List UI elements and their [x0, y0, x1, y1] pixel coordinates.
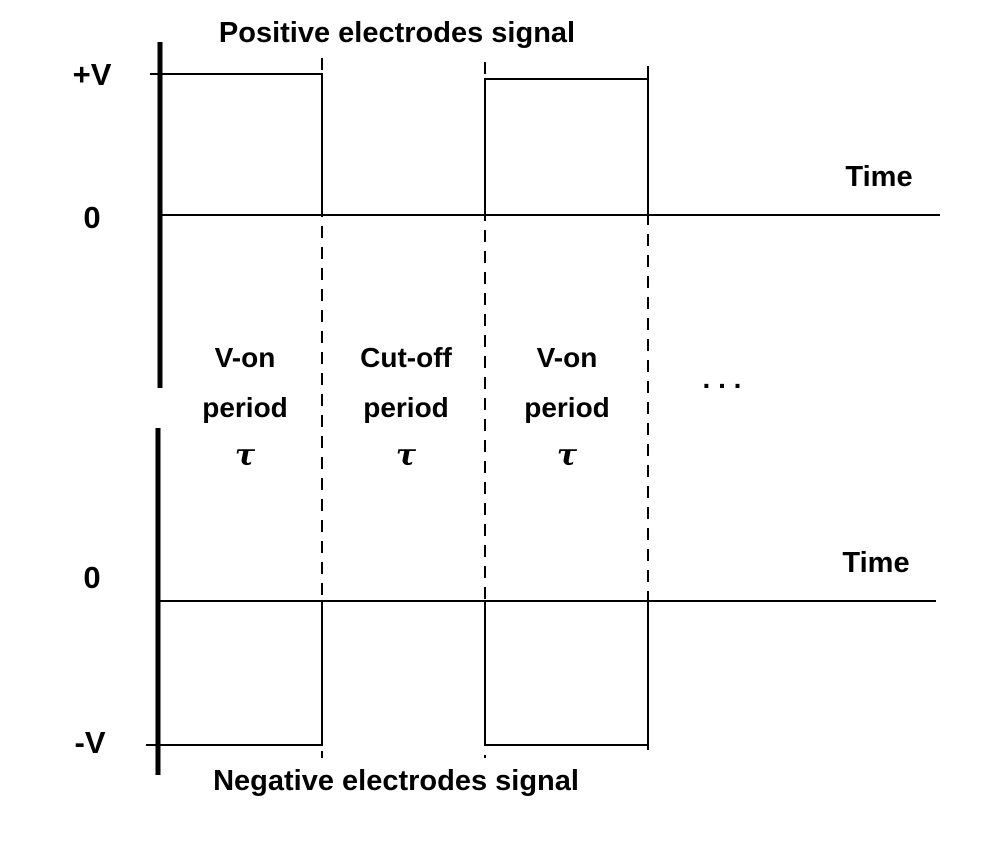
period-3-line1: V-on — [537, 342, 598, 373]
period-1-line2: period — [202, 392, 288, 423]
top-pulse-2 — [484, 78, 649, 215]
top-level-high-label: +V — [73, 57, 112, 92]
period-3-symbol: τ — [557, 438, 578, 473]
bottom-pulse-2 — [484, 601, 649, 746]
period-1-symbol: τ — [235, 438, 256, 473]
period-2-symbol: τ — [396, 438, 417, 473]
top-signal-title: Positive electrodes signal — [219, 17, 575, 49]
top-pulse-1 — [160, 73, 323, 215]
continuation-ellipsis: . . . — [703, 363, 742, 394]
top-time-label: Time — [845, 161, 912, 193]
bottom-level-zero-label: 0 — [83, 560, 100, 595]
bottom-signal-title: Negative electrodes signal — [213, 765, 579, 797]
period-2-line2: period — [363, 392, 449, 423]
period-1-line1: V-on — [215, 342, 276, 373]
bottom-level-low-label: -V — [75, 725, 106, 760]
period-2-line1: Cut-off — [360, 342, 452, 373]
bottom-time-label: Time — [842, 547, 909, 579]
period-3-line2: period — [524, 392, 610, 423]
top-level-zero-label: 0 — [83, 200, 100, 235]
bottom-pulse-1 — [158, 601, 323, 746]
